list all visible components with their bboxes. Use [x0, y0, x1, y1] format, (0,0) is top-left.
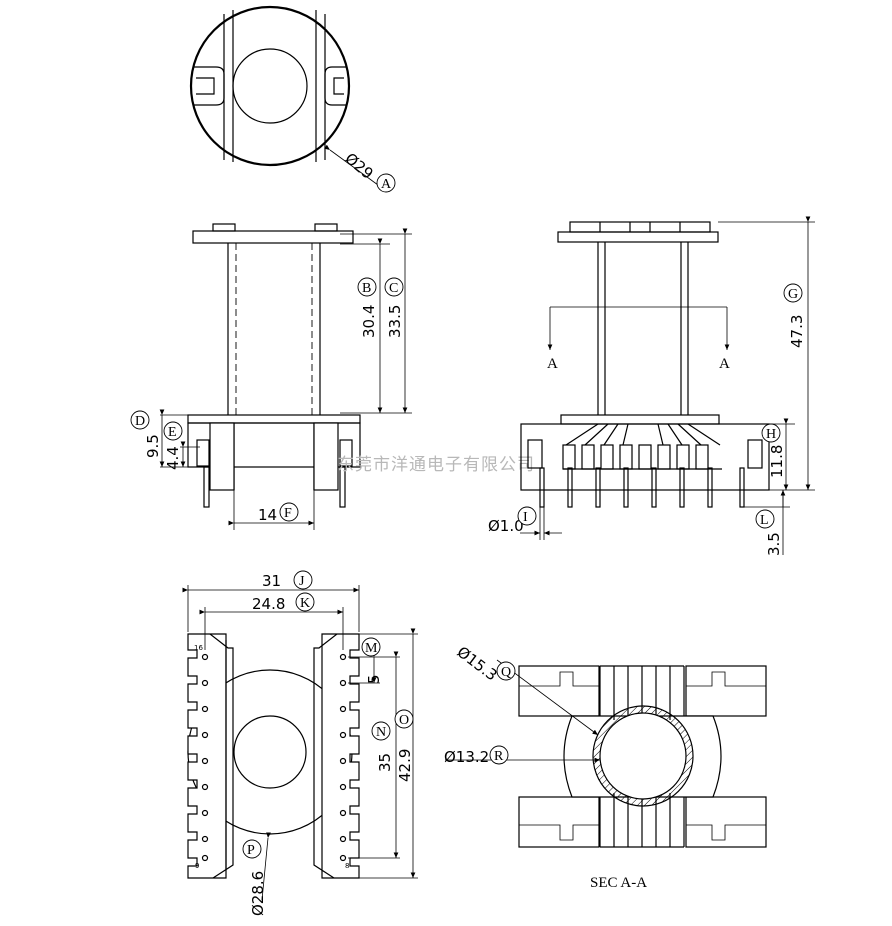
callout-p: P [247, 843, 255, 858]
callout-r: R [494, 749, 504, 764]
callout-b: B [362, 281, 371, 296]
dim-28-6: Ø28.6 [249, 871, 267, 916]
callout-circle-i [517, 506, 537, 526]
dim-47-3: 47.3 [788, 315, 806, 348]
dim-35: 35 [376, 753, 394, 772]
callout-i: I [523, 510, 528, 525]
callout-k: K [300, 596, 310, 611]
dim-24-8: 24.8 [252, 595, 285, 613]
callout-circle-q [496, 661, 516, 681]
callout-m: M [365, 641, 378, 656]
callout-n: N [376, 725, 386, 740]
callout-h: H [766, 427, 776, 442]
callout-circle-c [384, 277, 404, 297]
dim-13-2: Ø13.2 [444, 748, 489, 766]
dim-33-5: 33.5 [386, 305, 404, 338]
top-view [189, 5, 379, 186]
section-title: SEC A-A [590, 875, 647, 891]
dim-42-9: 42.9 [396, 749, 414, 782]
callout-circle-j [293, 570, 313, 590]
pin-number-9: 9 [195, 862, 199, 870]
section-view [445, 659, 767, 848]
callout-circle-l [755, 509, 775, 529]
pin-number-8: 8 [345, 862, 349, 870]
dim-29: Ø29 [341, 149, 376, 183]
pin-number-16: 16 [194, 644, 203, 652]
callout-circle-h [761, 423, 781, 443]
dim-9-5: 9.5 [144, 434, 162, 458]
dim-15-3: Ø15.3 [454, 643, 501, 685]
callout-e: E [168, 425, 177, 440]
callout-c: C [389, 281, 398, 296]
dim-5: 5 [365, 674, 383, 684]
section-mark-right: A [719, 356, 730, 372]
callout-g: G [788, 287, 798, 302]
side-pins [539, 467, 745, 508]
callout-circle-n [371, 721, 391, 741]
side-view [520, 216, 815, 555]
bottom-view [182, 585, 418, 901]
dim-4-4: 4.4 [164, 446, 182, 470]
dim-pin-diameter: Ø1.0 [488, 517, 524, 535]
section-mark-left: A [547, 356, 558, 372]
callout-o: O [399, 713, 409, 728]
front-view [159, 223, 412, 530]
callout-l: L [760, 513, 769, 528]
callout-circle-o [394, 709, 414, 729]
dim-30-4: 30.4 [360, 305, 378, 338]
watermark-text: 东莞市洋通电子有限公司 [337, 455, 535, 475]
dim-14: 14 [258, 506, 277, 524]
callout-circle-p [242, 839, 262, 859]
callout-circle-g [783, 283, 803, 303]
callout-q: Q [501, 665, 511, 680]
callout-f: F [284, 506, 292, 521]
callout-circle-a [376, 173, 396, 193]
callout-d: D [135, 414, 145, 429]
dim-31: 31 [262, 572, 281, 590]
callout-a: A [381, 177, 392, 192]
dim-3-5: 3.5 [765, 532, 783, 556]
callout-j: J [299, 574, 305, 589]
dim-11-8: 11.8 [768, 445, 786, 478]
callout-circle-k [295, 592, 315, 612]
callout-circle-m [361, 637, 381, 657]
pin-holes [201, 653, 347, 862]
callout-circle-f [279, 502, 299, 522]
callout-circle-d [130, 410, 150, 430]
side-ribs [562, 423, 722, 470]
callout-circle-b [357, 277, 377, 297]
callout-circle-r [489, 745, 509, 765]
callout-circle-e [163, 421, 183, 441]
